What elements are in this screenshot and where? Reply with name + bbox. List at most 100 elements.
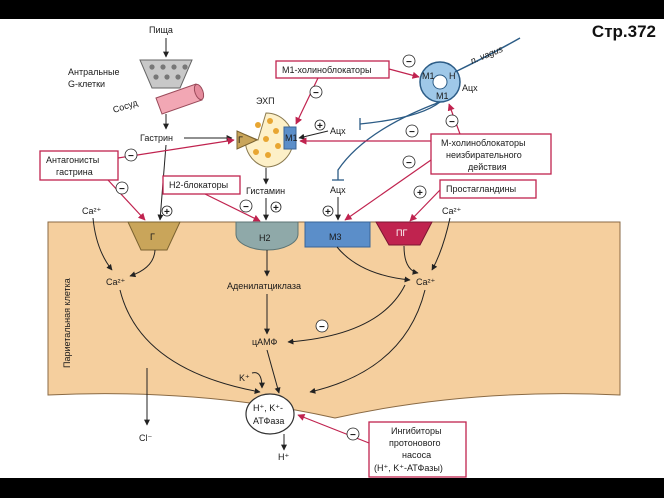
m1-blockers-text: M1-холиноблокаторы	[282, 65, 372, 75]
ca-right-to-pump	[309, 289, 426, 394]
ca-left-arrow	[92, 217, 113, 271]
minus-sign: −	[406, 158, 412, 169]
m3-to-ca-arrow	[336, 246, 411, 283]
gastrin-antagonists-text-1: Антагонисты	[46, 155, 99, 165]
ecl-gastrin-receptor[interactable]	[236, 130, 259, 150]
plus-sign: +	[164, 207, 170, 218]
ach-label: Ацх	[330, 126, 346, 136]
minus-sign: −	[128, 151, 134, 162]
ecl-label: ЭХП	[256, 96, 275, 106]
plus-sign: +	[317, 121, 323, 132]
receptor-m3-label: M3	[329, 232, 342, 242]
minus-sign: −	[449, 117, 455, 128]
ganglion-m1-bottom: M1	[436, 91, 449, 101]
ach-label: Ацх	[462, 83, 478, 93]
vagus-nerve	[454, 37, 521, 73]
receptor-prostaglandin[interactable]	[375, 221, 433, 246]
ecl-m1-receptor[interactable]	[283, 126, 297, 150]
minus-sign: −	[350, 430, 356, 441]
h2-blockers-box[interactable]	[162, 175, 241, 195]
m1-blockers-to-ecl	[295, 77, 319, 125]
minus-sign: −	[406, 57, 412, 68]
h2-blockers-text: H2-блокаторы	[169, 180, 228, 190]
ganglion-n: H	[449, 71, 456, 81]
adenylate-cyclase-label: Аденилатциклаза	[227, 281, 301, 291]
ppi-text-4: (H⁺, K⁺-АТФазы)	[374, 463, 443, 473]
plus-sign: +	[273, 203, 279, 214]
atpase-label-2: АТФаза	[253, 416, 284, 426]
gastrin-label: Гастрин	[140, 133, 173, 143]
camp-to-pump	[266, 349, 281, 394]
plus-sign: +	[417, 188, 423, 199]
ca-extracellular-left: Ca²⁺	[82, 206, 102, 216]
atpase-label-1: H⁺, K⁺-	[253, 403, 283, 413]
parietal-cell-label: Париетальная клетка	[62, 278, 72, 368]
ca-left-to-pump	[119, 289, 261, 394]
ppi-box[interactable]	[368, 421, 467, 478]
ach-to-ecl-arrow	[298, 130, 329, 140]
top-black-bar	[0, 0, 664, 19]
ganglion-m1-top: M1	[422, 71, 435, 81]
pg-inhibit-arrow	[287, 284, 406, 345]
vessel-label: Сосуд	[112, 97, 140, 115]
receptor-prostaglandin-label: ПГ	[396, 228, 407, 238]
gastrin-antagonists-box[interactable]	[39, 150, 119, 181]
bottom-black-bar	[0, 478, 664, 498]
g-receptor-to-ca-arrow	[129, 249, 156, 278]
antral-g-cells	[139, 59, 193, 89]
prostaglandins-text: Простагландины	[446, 184, 516, 194]
ach-label: Ацх	[330, 185, 346, 195]
ca-extracellular-right: Ca²⁺	[442, 206, 462, 216]
k-ion-label: K⁺	[239, 373, 250, 383]
antral-label-1: Антральные	[68, 67, 120, 77]
minus-sign: −	[243, 202, 249, 213]
m-nonselective-text-2: неизбирательного	[446, 150, 522, 160]
antral-label-2: G-клетки	[68, 79, 105, 89]
m-nonselective-box[interactable]	[430, 133, 552, 175]
m1-blockers-to-ganglion	[388, 68, 420, 79]
minus-sign: −	[313, 88, 319, 99]
proton-pump[interactable]	[245, 393, 295, 435]
histamine-label: Гистамин	[246, 186, 285, 196]
nerve-to-ecl	[359, 101, 441, 125]
prostaglandins-box[interactable]	[439, 179, 537, 199]
ppi-text-2: протонового	[389, 438, 440, 448]
mechanism-diagram: Париетальная клетка Г H2 M3 ПГ Пища Антр…	[39, 25, 621, 478]
ppi-text-1: Ингибиторы	[391, 426, 441, 436]
minus-sign: −	[119, 184, 125, 195]
nerve-to-m3	[337, 101, 441, 180]
ppi-to-atpase	[297, 414, 370, 444]
receptor-h2[interactable]	[235, 221, 299, 251]
ca-right-arrow	[431, 217, 451, 271]
minus-sign: −	[409, 127, 415, 138]
m-nonselective-to-m3	[344, 159, 432, 221]
ca-intracellular-right: Ca²⁺	[416, 277, 436, 287]
ca-intracellular-left: Ca²⁺	[106, 277, 126, 287]
gastrin-antagonists-text-2: гастрина	[56, 167, 93, 177]
page-number: Стр.372	[591, 22, 656, 41]
cl-label: Cl⁻	[139, 433, 152, 443]
ecl-m1-receptor-label: M1	[285, 133, 298, 143]
receptor-gastrin[interactable]	[127, 221, 181, 251]
prostaglandins-to-pg	[409, 189, 441, 222]
parietal-cell	[47, 221, 621, 419]
ecl-g-receptor-label: Г	[238, 135, 243, 145]
plus-sign: +	[325, 207, 331, 218]
ppi-text-3: насоса	[402, 450, 431, 460]
pg-to-ca-arrow	[403, 245, 419, 275]
camp-label: цАМФ	[252, 337, 278, 347]
g-cell-granules	[149, 64, 188, 80]
h2-blockers-to-h2	[204, 193, 261, 222]
m-nonselective-text-3: действия	[468, 162, 507, 172]
histamine-granules	[253, 118, 281, 158]
m-nonselective-text-1: М-холиноблокаторы	[441, 138, 526, 148]
h-ion-label: H⁺	[278, 452, 289, 462]
k-ion-arrow	[251, 372, 265, 389]
vagus-label: n. vagus	[469, 44, 505, 66]
receptor-h2-label: H2	[259, 233, 271, 243]
food-label: Пища	[149, 25, 173, 35]
blood-vessel	[155, 83, 203, 115]
minus-sign: −	[319, 322, 325, 333]
gastrin-antagonists-to-receptor	[107, 179, 146, 221]
receptor-gastrin-label: Г	[150, 232, 155, 242]
